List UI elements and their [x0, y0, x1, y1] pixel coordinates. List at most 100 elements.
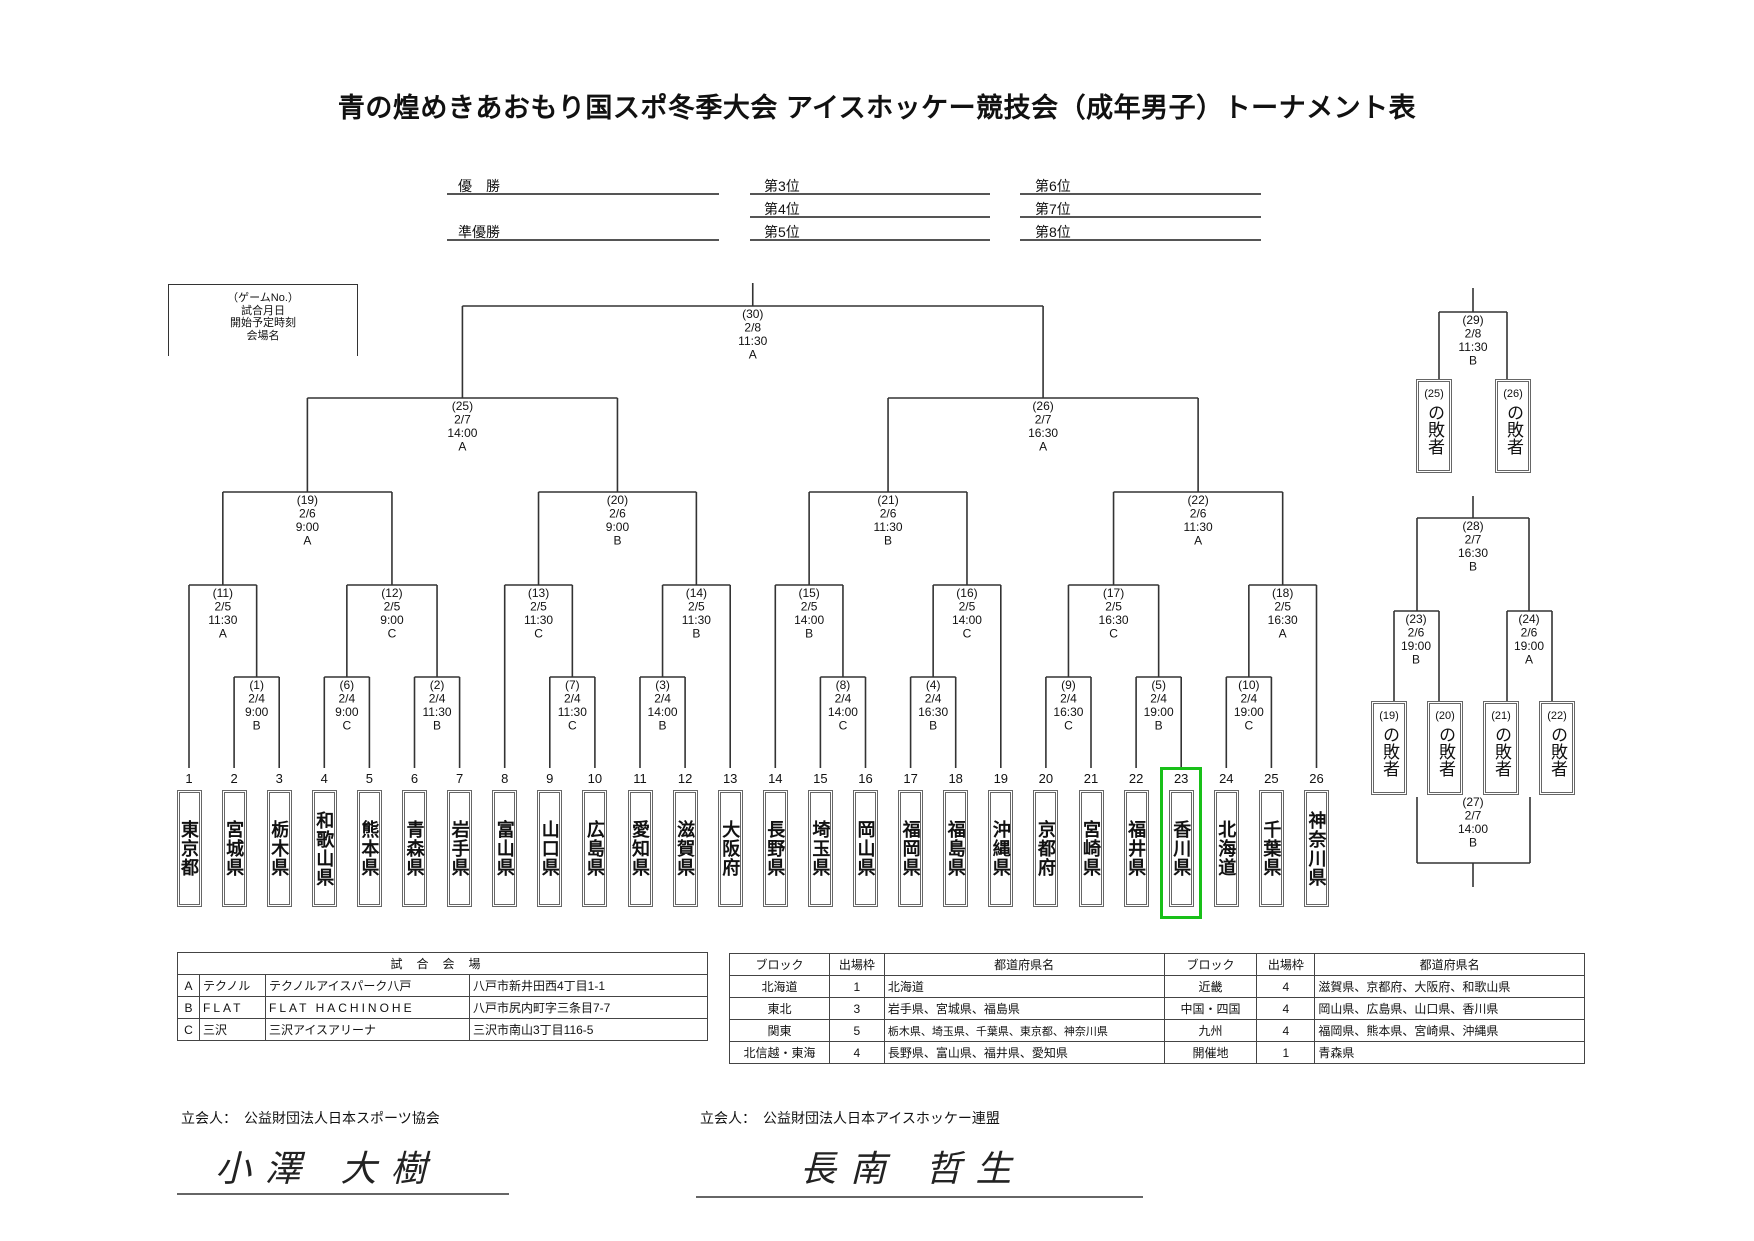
- team-number: 9: [546, 771, 554, 786]
- game-venue: B: [1155, 719, 1163, 733]
- prefecture-list: 滋賀県、京都府、大阪府、和歌山県: [1314, 975, 1585, 998]
- loser-game-number: (19): [1379, 710, 1399, 722]
- venue-name: テクノルアイスパーク八戸: [265, 974, 470, 997]
- rank-label-sixth: 第6位: [1035, 178, 1071, 194]
- game-time: 11:30: [1184, 520, 1213, 534]
- loser-entry-box: (25)の敗者: [1416, 379, 1452, 473]
- rank-line-third: [750, 193, 990, 195]
- game-venue: C: [1109, 627, 1118, 641]
- prefecture-list: 栃木県、埼玉県、千葉県、東京都、神奈川県: [883, 1019, 1165, 1042]
- game-date: 2/5: [688, 600, 705, 614]
- game-date: 2/5: [801, 600, 818, 614]
- game-number: (17): [1103, 586, 1124, 600]
- team-box: 岩手県: [447, 790, 473, 907]
- game-time: 14:00: [952, 613, 982, 627]
- block-name: 北信越・東海: [729, 1041, 830, 1064]
- game-date: 2/4: [1241, 692, 1258, 706]
- game-date: 2/6: [1521, 626, 1538, 640]
- venue-table-header: 試合会場: [177, 952, 708, 975]
- slot-count: 1: [828, 975, 885, 998]
- prefecture-list: 福岡県、熊本県、宮崎県、沖縄県: [1314, 1019, 1585, 1042]
- team-number: 2: [230, 771, 238, 786]
- team-box: 福井県: [1123, 790, 1149, 907]
- rank-label-third: 第3位: [764, 178, 800, 194]
- team-name: 埼玉県: [810, 820, 831, 877]
- game-date: 2/4: [248, 692, 265, 706]
- team-number: 10: [587, 771, 603, 786]
- block-name: 九州: [1163, 1019, 1258, 1042]
- game-time: 14:00: [648, 705, 678, 719]
- game-venue: C: [1064, 719, 1073, 733]
- venue-code: C: [177, 1018, 200, 1041]
- game-time: 19:00: [1144, 705, 1174, 719]
- legend-game-no: （ゲームNo.）: [227, 292, 299, 304]
- game-number: (12): [381, 586, 402, 600]
- team-box: 愛知県: [627, 790, 653, 907]
- prefecture-list: 北海道: [883, 975, 1165, 998]
- rank-line-sixth: [1020, 193, 1261, 195]
- rank-line-second: [447, 239, 719, 241]
- game-number: (10): [1238, 678, 1259, 692]
- game-venue: B: [1469, 560, 1477, 574]
- signature-jspo: 小澤 大樹: [215, 1149, 441, 1190]
- table-row: B FLAT FLAT HACHINOHE 八戸市尻内町字三条目7-7: [177, 996, 708, 1019]
- team-name: 愛知県: [630, 820, 650, 877]
- slot-count: 4: [1256, 975, 1316, 998]
- game-date: 2/6: [1190, 507, 1207, 521]
- team-box: 熊本県: [356, 790, 382, 907]
- game-time: 9:00: [245, 705, 269, 719]
- loser-game-number: (22): [1547, 710, 1567, 722]
- team-box: 山口県: [537, 790, 563, 907]
- game-number: (21): [877, 493, 898, 507]
- loser-game-number: (25): [1424, 388, 1444, 400]
- team-number: 15: [813, 771, 828, 786]
- game-venue: A: [1194, 534, 1202, 548]
- slot-count: 4: [1256, 997, 1316, 1020]
- game-number: (8): [836, 678, 851, 692]
- header-block: ブロック: [729, 953, 830, 976]
- game-number: (4): [926, 678, 941, 692]
- legend-venue: 会場名: [246, 329, 280, 342]
- loser-label: の敗者: [1492, 726, 1511, 777]
- team-number: 19: [993, 771, 1009, 786]
- team-name: 岡山県: [855, 820, 876, 877]
- prefecture-list: 青森県: [1314, 1041, 1585, 1064]
- game-time: 19:00: [1401, 639, 1431, 653]
- header-block: ブロック: [1163, 953, 1258, 976]
- witness-label-jspo: 立会人： 公益財団法人日本スポーツ協会: [181, 1110, 440, 1126]
- game-number: (23): [1405, 612, 1426, 626]
- header-slots: 出場枠: [828, 953, 885, 976]
- game-date: 2/5: [1105, 600, 1122, 614]
- game-time: 16:30: [1099, 613, 1129, 627]
- prefecture-list: 長野県、富山県、福井県、愛知県: [883, 1041, 1165, 1064]
- venue-name: FLAT HACHINOHE: [265, 996, 470, 1019]
- team-name: 大阪府: [720, 820, 741, 877]
- team-number: 21: [1083, 771, 1099, 786]
- header-prefectures: 都道府県名: [1314, 953, 1585, 976]
- slot-count: 4: [828, 1041, 885, 1064]
- game-date: 2/5: [530, 600, 547, 614]
- game-venue: A: [1525, 653, 1533, 667]
- loser-entry-box: (26)の敗者: [1495, 379, 1531, 473]
- game-date: 2/7: [1465, 809, 1482, 823]
- loser-label: の敗者: [1504, 404, 1523, 455]
- team-name: 長野県: [765, 820, 786, 877]
- team-name: 熊本県: [359, 820, 380, 877]
- game-number: (11): [213, 586, 233, 600]
- game-time: 16:30: [918, 705, 948, 719]
- game-time: 14:00: [828, 705, 858, 719]
- game-venue: B: [253, 719, 261, 733]
- team-number: 13: [722, 771, 738, 786]
- venue-code: B: [177, 996, 200, 1019]
- rank-line-eighth: [1020, 239, 1261, 241]
- team-name: 山口県: [539, 820, 560, 877]
- legend-start-time: 開始予定時刻: [230, 317, 296, 329]
- team-number: 22: [1128, 771, 1144, 786]
- game-time: 11:30: [738, 334, 767, 348]
- game-number: (26): [1032, 399, 1053, 413]
- game-venue: B: [884, 534, 892, 548]
- team-name: 福井県: [1126, 820, 1147, 877]
- team-box: 福島県: [943, 790, 969, 907]
- game-time: 11:30: [524, 613, 553, 627]
